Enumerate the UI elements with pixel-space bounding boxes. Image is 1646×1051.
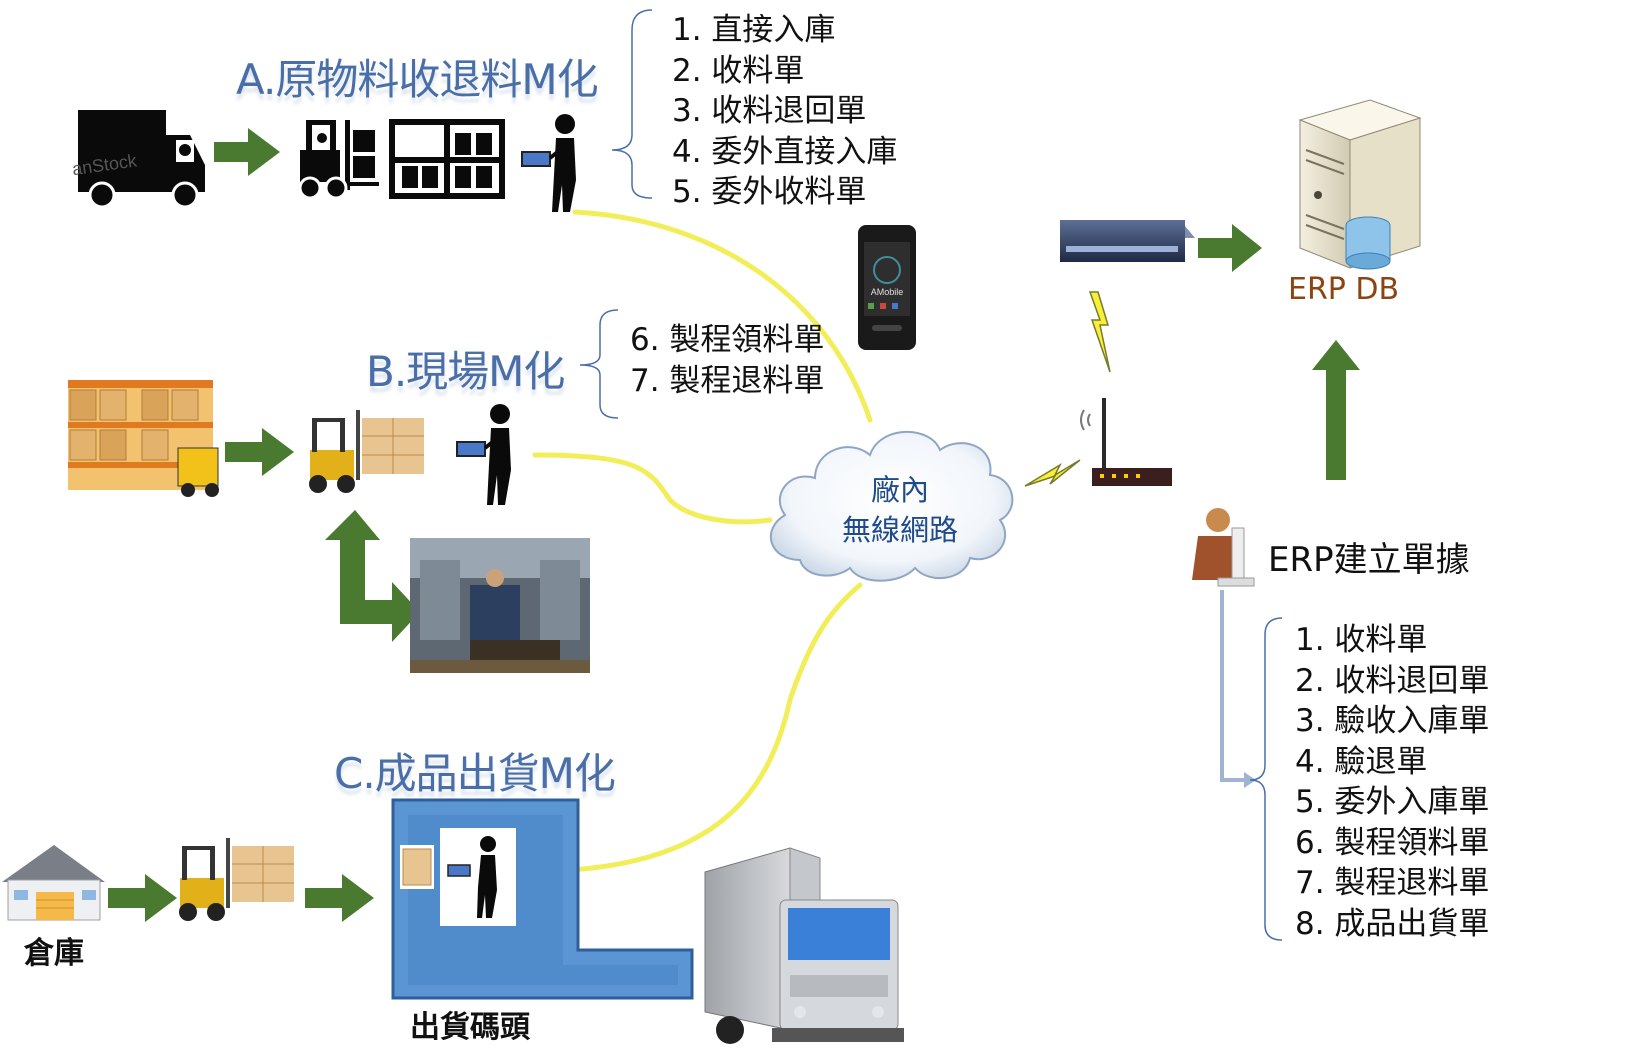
forklift-pallet-icon	[179, 838, 294, 921]
arrow-right-icon	[305, 874, 374, 922]
bidirectional-elbow-arrow	[325, 510, 420, 642]
list-item: 3. 驗收入庫單	[1295, 703, 1490, 739]
wireless-link-c	[567, 582, 863, 873]
forklift-pallet-icon	[309, 410, 424, 493]
list-item: 7. 製程退料單	[630, 362, 825, 399]
scanner-person-icon-b	[456, 404, 511, 505]
list-item: 8. 成品出貨單	[1295, 905, 1490, 942]
list-item: 7. 製程退料單	[1295, 865, 1490, 901]
list-item: 4. 驗退單	[1295, 743, 1428, 780]
section-b-title: B.現場M化	[366, 347, 565, 396]
list-item: 5. 委外收料單	[672, 174, 867, 210]
section-b-list: 6. 製程領料單 7. 製程退料單	[630, 320, 824, 401]
bracket-erp	[1249, 617, 1283, 941]
warehouse-shelf-icon	[68, 380, 219, 497]
erp-operator-icon	[1192, 508, 1255, 587]
lightning-bolt-icon	[1088, 291, 1111, 373]
list-item: 2. 收料單	[672, 52, 805, 89]
mobile-brand-label: AMobile	[871, 287, 904, 297]
warehouse-label: 倉庫	[24, 936, 84, 971]
section-c-title: C.成品出貨M化	[334, 749, 616, 798]
list-item: 6. 製程領料單	[1295, 824, 1490, 861]
wireless-link-b	[532, 452, 773, 525]
bracket-b	[579, 309, 619, 419]
arrow-up-icon	[1312, 340, 1360, 480]
section-a-list: 1. 直接入庫 2. 收料單 3. 收料退回單 4. 委外直接入庫 5. 委外收…	[672, 10, 897, 213]
list-item: 3. 收料退回單	[672, 93, 867, 129]
arrow-right-icon	[108, 874, 177, 922]
workshop-photo	[410, 538, 590, 673]
arrow-right-icon	[225, 428, 294, 476]
arrow-right-icon	[1198, 224, 1262, 272]
list-item: 1. 收料單	[1295, 622, 1428, 658]
list-item: 2. 收料退回單	[1295, 662, 1490, 699]
delivery-truck-icon	[704, 847, 904, 1044]
list-item: 1. 直接入庫	[672, 12, 836, 48]
wireless-network-cloud	[769, 430, 1014, 582]
wireless-link-a	[572, 209, 873, 423]
bracket-a	[611, 9, 653, 199]
erp-db-label: ERP DB	[1288, 272, 1400, 307]
erp-docs-list: 1. 收料單 2. 收料退回單 3. 驗收入庫單 4. 驗退單 5. 委外入庫單…	[1295, 620, 1489, 944]
dock-label: 出貨碼頭	[410, 1010, 530, 1045]
list-item: 6. 製程領料單	[630, 322, 825, 358]
black-truck-icon: anStock	[71, 110, 205, 209]
erp-docs-title: ERP建立單據	[1268, 540, 1470, 580]
network-switch-icon	[1060, 220, 1195, 262]
shipping-dock-shape	[391, 798, 694, 1000]
connector-line	[1220, 590, 1248, 782]
list-item: 5. 委外入庫單	[1295, 784, 1490, 820]
wireless-links	[532, 209, 873, 873]
storage-rack-icon	[389, 119, 505, 199]
section-a-title: A.原物料收退料M化	[236, 55, 599, 104]
list-item: 4. 委外直接入庫	[672, 133, 898, 170]
cloud-label: 廠內 無線網路	[820, 470, 980, 550]
mobile-computer-icon: AMobile	[858, 225, 916, 350]
arrow-right-icon	[214, 128, 280, 176]
forklift-icon	[298, 120, 379, 200]
cloud-line-1: 廠內	[870, 473, 929, 507]
server-icon	[1298, 99, 1422, 270]
wireless-router-icon	[1080, 398, 1172, 486]
cloud-line-2: 無線網路	[841, 513, 958, 547]
scanner-person-icon-a	[521, 114, 576, 212]
lightning-bolt-icon	[1024, 459, 1081, 487]
warehouse-building-icon	[2, 845, 105, 921]
